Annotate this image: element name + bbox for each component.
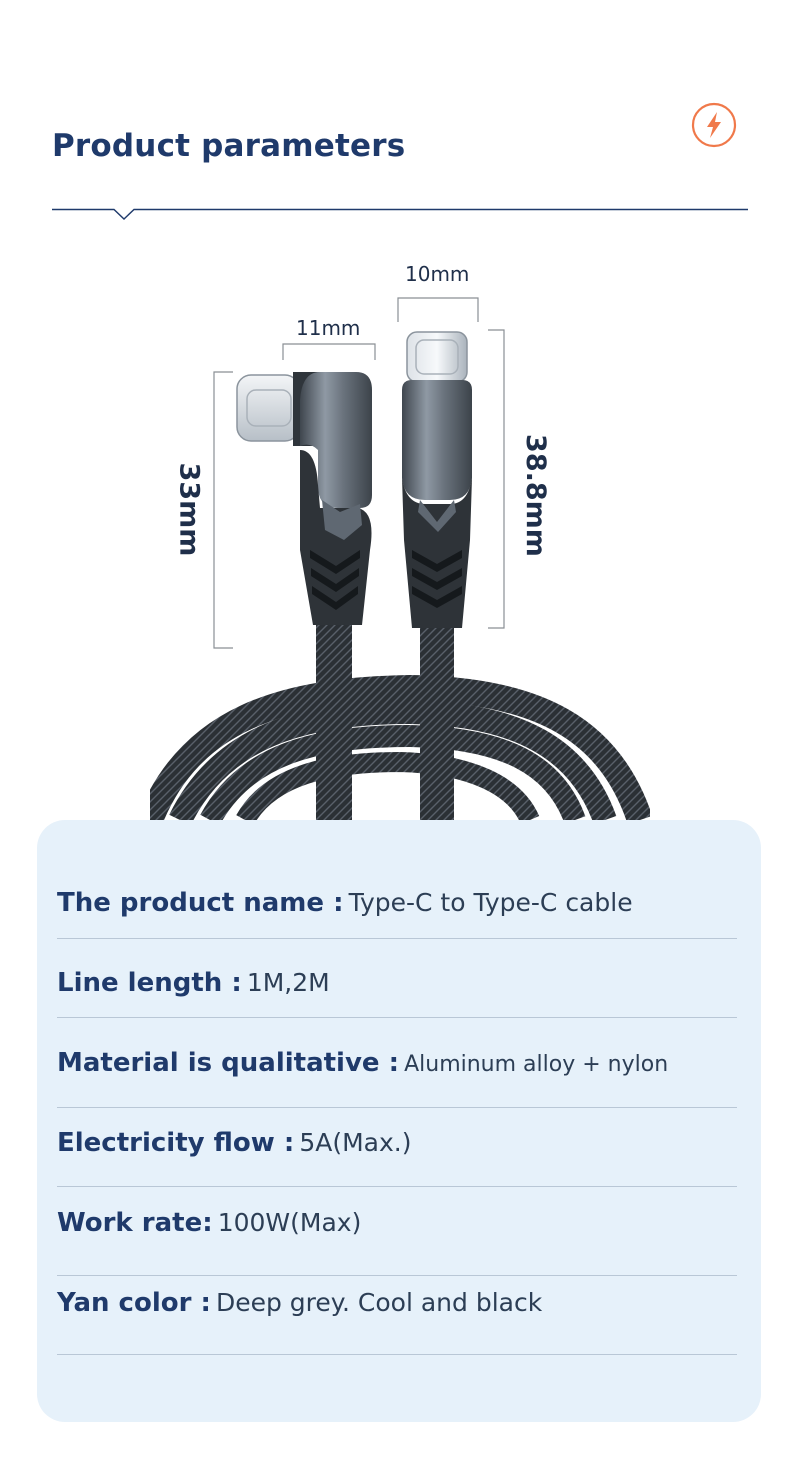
spec-value: Type-C to Type-C cable [348,888,633,917]
cable-illustration [137,297,653,826]
lightning-bolt-icon [691,102,737,148]
spec-label: The product name : [57,888,344,918]
spec-label: Line length : [57,968,242,998]
dimension-left-height: 33mm [173,462,205,557]
spec-value: Deep grey. Cool and black [215,1288,543,1317]
header: Product parameters [0,0,790,230]
cable-coil [137,620,653,826]
dimension-right-width: 10mm [405,262,470,286]
header-divider [52,208,748,220]
spec-label: Work rate: [57,1208,213,1238]
product-figure: 11mm 10mm 33mm 38.8mm [137,250,653,826]
angled-connector [236,372,372,625]
dimension-right-height: 38.8mm [519,434,551,557]
spec-value: 1M,2M [246,968,330,997]
spec-row-color: Yan color : Deep grey. Cool and black [57,1288,737,1355]
spec-label: Yan color : [57,1288,211,1318]
spec-value: Aluminum alloy + nylon [404,1052,669,1077]
dimension-lines [213,297,505,649]
dimension-left-width: 11mm [296,316,361,340]
spec-label: Material is qualitative : [57,1048,399,1078]
spec-label: Electricity flow : [57,1128,295,1158]
spec-row-line-length: Line length : 1M,2M [57,968,737,1018]
spec-row-product-name: The product name : Type-C to Type-C cabl… [57,888,737,939]
spec-value: 5A(Max.) [299,1128,412,1157]
spec-row-material: Material is qualitative : Aluminum alloy… [57,1048,737,1108]
spec-row-electricity-flow: Electricity flow : 5A(Max.) [57,1128,737,1187]
straight-connector [402,331,472,628]
spec-row-work-rate: Work rate: 100W(Max) [57,1208,737,1276]
spec-panel: The product name : Type-C to Type-C cabl… [37,820,761,1422]
page-title: Product parameters [52,128,406,164]
spec-value: 100W(Max) [217,1208,362,1237]
